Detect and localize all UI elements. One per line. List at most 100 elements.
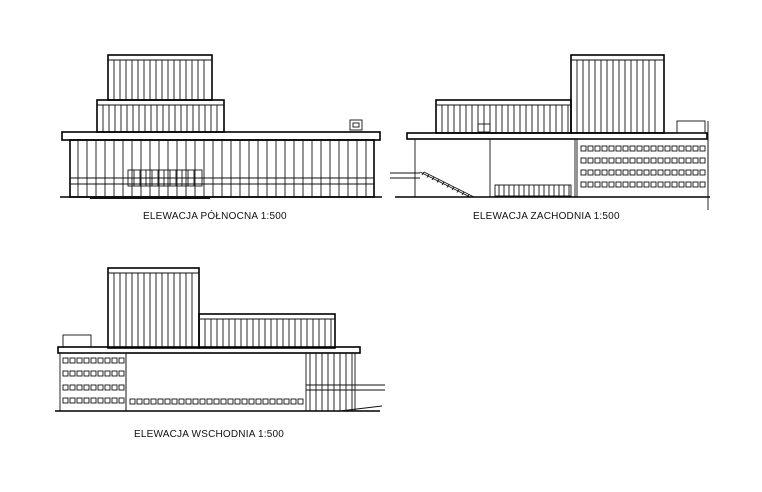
window <box>636 181 643 188</box>
window <box>580 181 587 188</box>
window <box>685 169 692 176</box>
window <box>118 397 125 404</box>
ramp-tick <box>436 179 440 183</box>
window <box>136 398 143 405</box>
window <box>97 397 104 404</box>
north-elevation-title: ELEWACJA PÓŁNOCNA 1:500 <box>143 209 287 222</box>
window <box>104 357 111 364</box>
window <box>629 145 636 152</box>
window <box>622 145 629 152</box>
window <box>248 398 255 405</box>
window <box>685 145 692 152</box>
window <box>213 398 220 405</box>
west-upper-tier <box>435 99 572 134</box>
window <box>269 398 276 405</box>
window <box>664 169 671 176</box>
window <box>692 181 699 188</box>
window <box>83 384 90 391</box>
window <box>699 181 706 188</box>
window <box>594 145 601 152</box>
north-tower <box>107 54 213 101</box>
window <box>206 398 213 405</box>
ramp-tick <box>446 184 450 188</box>
window <box>685 181 692 188</box>
window <box>692 157 699 164</box>
window <box>643 145 650 152</box>
window <box>678 145 685 152</box>
window <box>671 157 678 164</box>
window <box>692 145 699 152</box>
window <box>111 384 118 391</box>
window <box>615 157 622 164</box>
window <box>62 370 69 377</box>
window <box>111 397 118 404</box>
window <box>76 357 83 364</box>
window <box>678 181 685 188</box>
window <box>608 157 615 164</box>
window <box>104 397 111 404</box>
north-elevation: ELEWACJA PÓŁNOCNA 1:500 <box>60 54 382 222</box>
window <box>90 370 97 377</box>
window <box>241 398 248 405</box>
east-tower <box>107 267 200 349</box>
window <box>90 357 97 364</box>
window <box>157 398 164 405</box>
window <box>629 157 636 164</box>
window <box>62 397 69 404</box>
window <box>297 398 304 405</box>
west-elevation-title: ELEWACJA ZACHODNIA 1:500 <box>473 211 620 222</box>
window <box>118 357 125 364</box>
window <box>587 181 594 188</box>
window <box>594 157 601 164</box>
west-elevation: ELEWACJA ZACHODNIA 1:500 <box>390 54 710 222</box>
window <box>111 357 118 364</box>
window <box>643 169 650 176</box>
window <box>671 181 678 188</box>
west-tower <box>570 54 665 134</box>
window <box>657 181 664 188</box>
ramp-tick <box>421 171 425 176</box>
window <box>615 181 622 188</box>
window <box>83 357 90 364</box>
window <box>199 398 206 405</box>
window <box>629 169 636 176</box>
window <box>615 169 622 176</box>
window <box>664 181 671 188</box>
window <box>594 169 601 176</box>
window <box>657 157 664 164</box>
window <box>118 370 125 377</box>
window <box>678 169 685 176</box>
window <box>262 398 269 405</box>
window <box>580 145 587 152</box>
window <box>699 169 706 176</box>
window <box>587 169 594 176</box>
window <box>69 357 76 364</box>
window <box>276 398 283 405</box>
east-elevation: ELEWACJA WSCHODNIA 1:500 <box>55 267 385 440</box>
window <box>622 181 629 188</box>
window <box>111 370 118 377</box>
window <box>664 145 671 152</box>
ramp-tick <box>431 176 435 181</box>
window <box>594 181 601 188</box>
window <box>636 145 643 152</box>
window <box>699 157 706 164</box>
window <box>615 145 622 152</box>
window <box>97 384 104 391</box>
window <box>227 398 234 405</box>
ramp-tick <box>456 189 460 193</box>
north-middle-tier <box>96 99 225 133</box>
window <box>143 398 150 405</box>
window <box>608 169 615 176</box>
window <box>692 169 699 176</box>
window <box>650 145 657 152</box>
window <box>685 157 692 164</box>
east-middle-tier <box>198 313 336 349</box>
window <box>636 157 643 164</box>
window <box>192 398 199 405</box>
window <box>601 145 608 152</box>
window <box>283 398 290 405</box>
window <box>150 398 157 405</box>
window <box>178 398 185 405</box>
window <box>69 397 76 404</box>
